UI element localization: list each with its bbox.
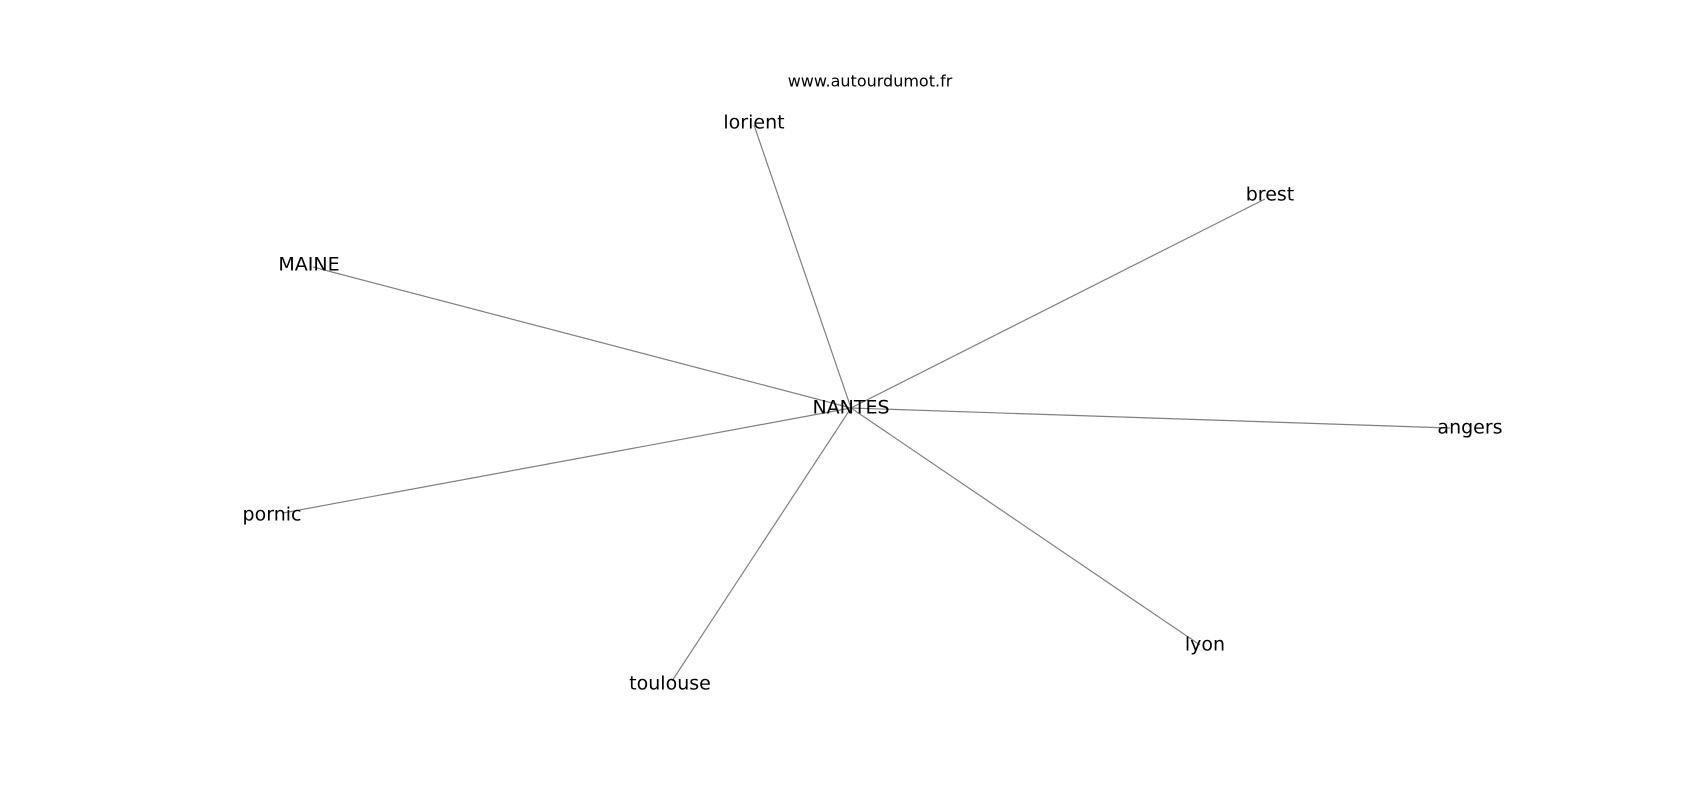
- node-toulouse: toulouse: [629, 673, 711, 695]
- graph-edges: [282, 124, 1451, 682]
- edge-nantes-lorient: [753, 124, 852, 409]
- node-lyon: lyon: [1185, 634, 1225, 656]
- node-angers: angers: [1437, 417, 1502, 439]
- edge-nantes-angers: [850, 407, 1451, 429]
- edge-nantes-maine: [312, 266, 852, 409]
- edge-nantes-pornic: [282, 407, 852, 514]
- watermark-label: www.autourdumot.fr: [788, 72, 953, 91]
- node-lorient: lorient: [723, 112, 784, 134]
- node-brest: brest: [1246, 184, 1295, 206]
- node-pornic: pornic: [243, 504, 302, 526]
- node-maine: MAINE: [278, 254, 339, 276]
- node-nantes: NANTES: [812, 397, 889, 419]
- edge-nantes-brest: [850, 198, 1266, 409]
- edge-nantes-lyon: [850, 407, 1201, 646]
- edge-nantes-toulouse: [671, 407, 852, 682]
